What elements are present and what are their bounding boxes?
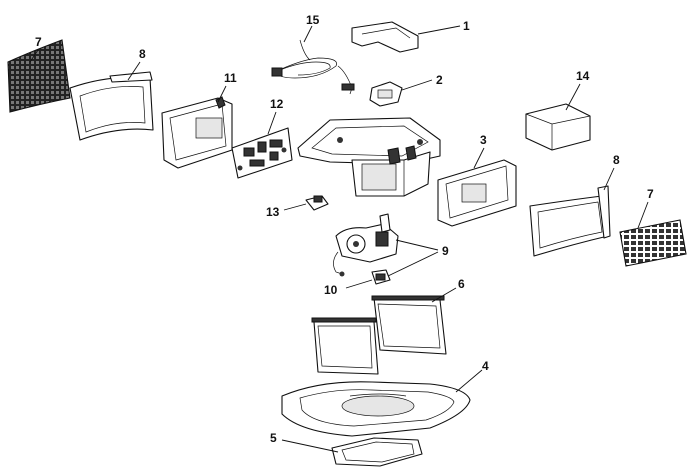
leader-8-left [127,61,141,81]
callout-4: 4 [482,359,489,373]
leader-13 [283,203,307,211]
leader-3 [473,147,485,169]
part-13-small-sensor [305,195,329,211]
part-12-logic-board [231,127,293,179]
leader-6 [431,287,457,303]
leader-12 [267,111,277,135]
leader-4 [455,369,483,393]
callout-3: 3 [480,133,487,147]
callout-15: 15 [306,13,320,27]
callout-12: 12 [270,97,284,111]
part-14-module-box [525,103,591,151]
callout-13: 13 [266,205,280,219]
part-11-end-panel [161,96,233,169]
leader-9b [387,251,439,277]
leader-15 [303,25,313,43]
part-9-gear-assembly [333,213,399,277]
leader-11 [217,85,227,103]
callout-9: 9 [442,244,449,258]
callout-7-right: 7 [647,187,654,201]
callout-labels: 1 2 3 4 5 6 7 7 8 8 9 10 11 12 13 14 15 [35,13,654,445]
part-7-right-lens [619,219,687,267]
callout-7-left: 7 [35,35,42,49]
callout-14: 14 [576,69,590,83]
leader-2 [401,79,433,91]
leader-9a [395,239,439,251]
leader-5 [281,439,339,453]
callout-6: 6 [458,277,465,291]
part-8-left-lens-frame [69,71,154,141]
part-1-bracket-cover [351,21,419,53]
callout-10: 10 [324,283,338,297]
callout-8-left: 8 [139,47,146,61]
part-3-right-end-panel [437,159,517,227]
part-6-light-lens-panels [311,295,447,375]
part-4-housing-tray [281,381,471,437]
part-15-wire-harness [271,39,355,95]
leader-7-right [637,201,649,229]
part-10-connector [371,269,391,285]
part-5-cover-plate [331,437,423,467]
callout-2: 2 [436,73,443,87]
callout-5: 5 [270,431,277,445]
callout-11: 11 [224,71,237,85]
leader-10 [345,279,373,289]
leader-8-right [603,167,615,191]
part-7-left-lens [7,39,71,113]
leader-lines [29,25,649,453]
callout-8-right: 8 [613,153,620,167]
chassis-motor-unit [297,117,441,197]
part-8-right-lens-frame [529,185,611,257]
leader-7-left [29,49,39,63]
leader-1 [417,25,461,35]
leader-14 [565,83,581,111]
callout-1: 1 [463,19,470,33]
part-2-sensor-bracket [369,81,403,107]
